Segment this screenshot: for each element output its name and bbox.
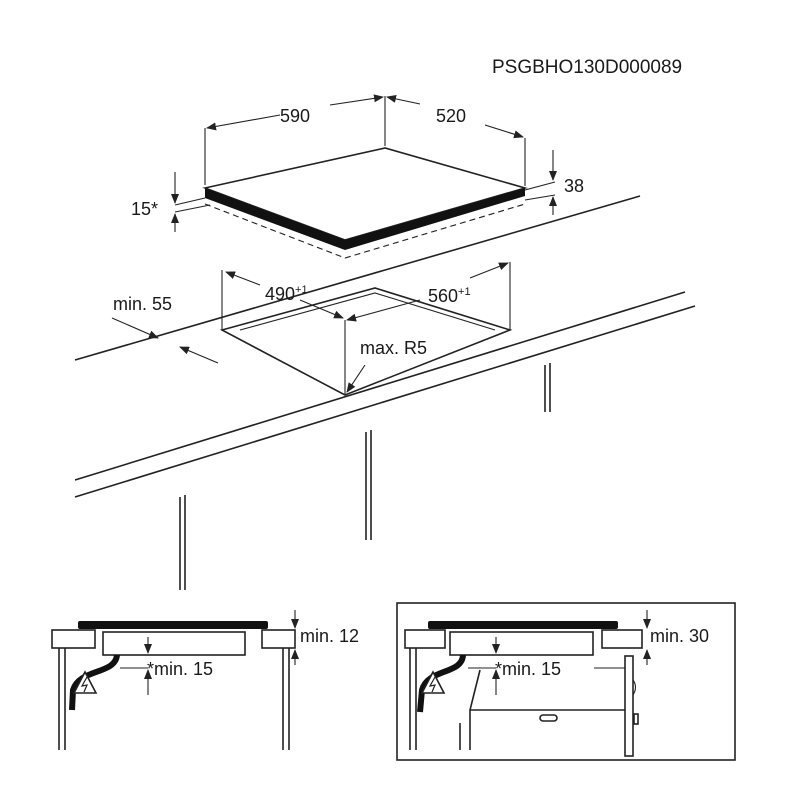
cutout: [111, 262, 513, 396]
hob-width-label: 590: [280, 106, 310, 126]
document-code: PSGBHO130D000089: [492, 57, 682, 78]
hob-protrusion-label: 15*: [131, 199, 158, 219]
hob: [202, 147, 528, 259]
right-top-clearance-label: min. 30: [650, 626, 709, 646]
cutout-depth-label: 490+1: [265, 284, 308, 304]
cutout-width-value: 560: [428, 286, 458, 306]
hob-depth-label: 520: [436, 106, 466, 126]
cutout-depth-value: 490: [265, 284, 295, 304]
right-bottom-clearance-label: *min. 15: [495, 659, 561, 679]
oven: [459, 655, 639, 757]
cutout-width-tolerance: +1: [458, 286, 471, 298]
cutout-width-label: 560+1: [428, 286, 471, 306]
edge-distance-label: min. 55: [113, 294, 172, 314]
electrical-warning-icon: [72, 670, 98, 694]
detail-left-section: [51, 610, 299, 750]
hob-height-label: 38: [564, 176, 584, 196]
hob-dimension-lines: [171, 94, 557, 232]
worktop: [74, 195, 696, 590]
electrical-warning-icon: [420, 670, 446, 694]
corner-radius-label: max. R5: [360, 338, 427, 358]
left-top-clearance-label: min. 12: [300, 626, 359, 646]
left-bottom-clearance-label: *min. 15: [147, 659, 213, 679]
cutout-depth-tolerance: +1: [295, 284, 308, 296]
detail-right-section: [396, 602, 736, 761]
